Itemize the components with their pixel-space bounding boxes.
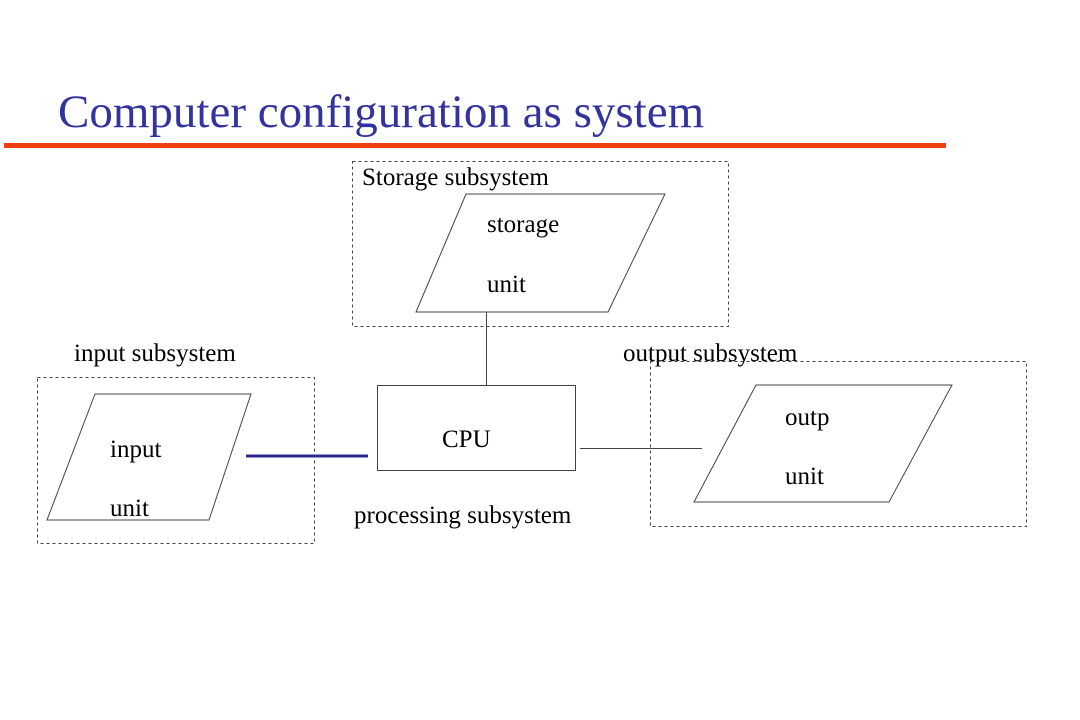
processing-subsystem-label: processing subsystem [354, 502, 572, 529]
cpu-label: CPU [442, 426, 491, 453]
storage-unit-label-line2: unit [487, 271, 526, 298]
storage-subsystem-boundary [352, 161, 729, 327]
cpu-box [377, 385, 576, 471]
output-unit-label-line1: outp [785, 404, 830, 431]
input-unit-shape [46, 393, 252, 521]
storage-subsystem-label: Storage subsystem [362, 164, 549, 191]
output-subsystem-boundary [650, 361, 1027, 527]
storage-unit-shape [415, 193, 666, 313]
input-unit-label-line2: unit [110, 495, 149, 522]
output-unit-shape [693, 384, 953, 503]
input-subsystem-label: input subsystem [74, 340, 236, 367]
slide-title: Computer configuration as system [58, 86, 705, 138]
title-underline [4, 143, 946, 148]
storage-unit-label-line1: storage [487, 211, 560, 238]
output-unit-label-line2: unit [785, 463, 824, 490]
input-unit-label-line1: input [110, 436, 162, 463]
output-subsystem-label: output subsystem [623, 340, 798, 367]
input-subsystem-boundary [37, 377, 315, 544]
